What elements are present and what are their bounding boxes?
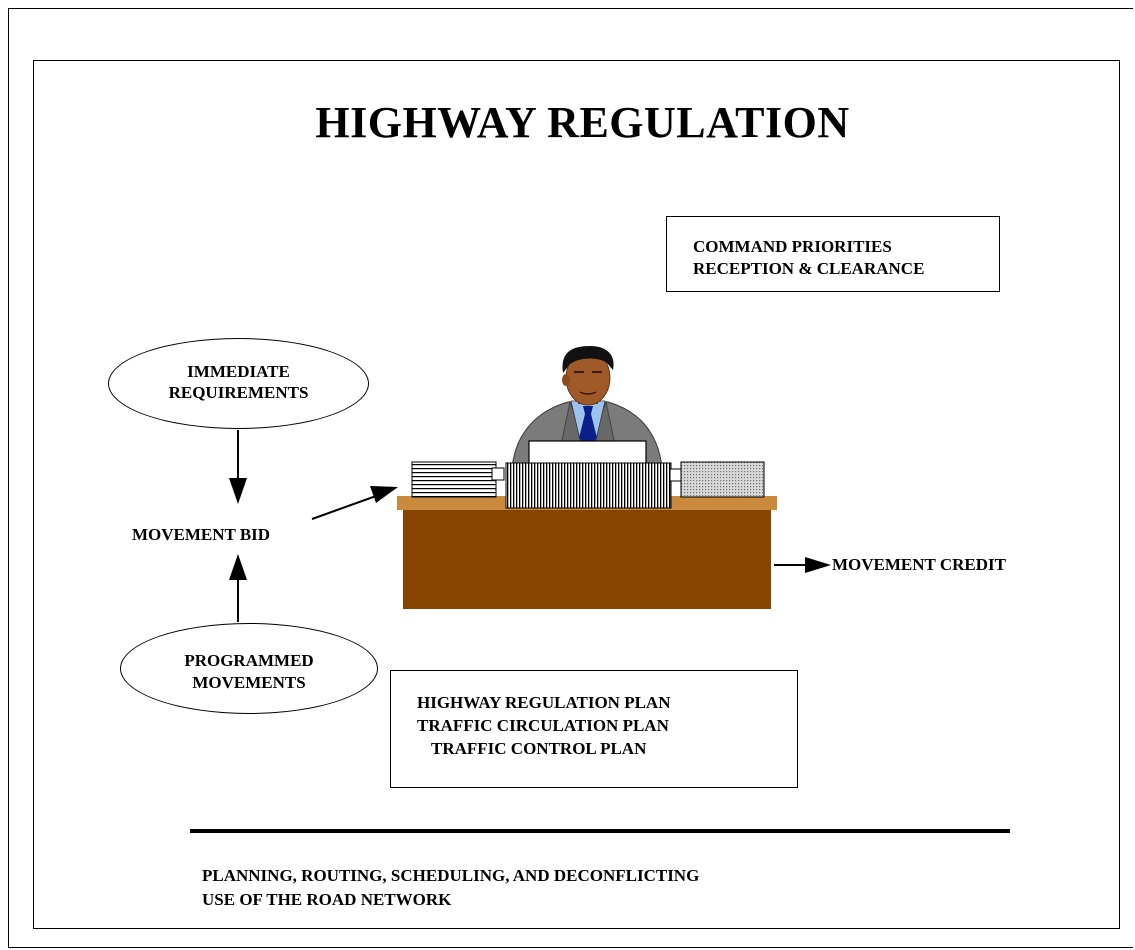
arrow-bid-to-desk	[311, 486, 398, 520]
priorities-line-1: COMMAND PRIORITIES	[693, 237, 892, 256]
arrow-down-to-bid	[229, 430, 247, 504]
plans-line-3: TRAFFIC CONTROL PLAN	[431, 739, 647, 758]
arrow-up-to-bid	[229, 554, 247, 622]
plans-line-1: HIGHWAY REGULATION PLAN	[417, 693, 671, 712]
footer-line-1: PLANNING, ROUTING, SCHEDULING, AND DECON…	[202, 866, 700, 885]
outer-frame	[8, 8, 1133, 948]
movement-bid-label: MOVEMENT BID	[132, 525, 271, 544]
desk-illustration	[397, 440, 777, 609]
footer-line-2: USE OF THE ROAD NETWORK	[202, 890, 452, 909]
page-title: HIGHWAY REGULATION	[315, 98, 850, 147]
immediate-line-1: IMMEDIATE	[187, 362, 290, 381]
priorities-box: COMMAND PRIORITIES RECEPTION & CLEARANCE	[666, 216, 1000, 292]
programmed-line-1: PROGRAMMED	[184, 651, 314, 670]
plans-line-2: TRAFFIC CIRCULATION PLAN	[417, 716, 669, 735]
priorities-line-2: RECEPTION & CLEARANCE	[693, 259, 925, 278]
movement-credit-label: MOVEMENT CREDIT	[832, 555, 1006, 574]
plans-box: HIGHWAY REGULATION PLAN TRAFFIC CIRCULAT…	[390, 670, 798, 788]
immediate-line-2: REQUIREMENTS	[168, 383, 309, 402]
arrow-desk-to-credit	[774, 557, 831, 573]
slide-frame	[33, 60, 1120, 929]
programmed-line-2: MOVEMENTS	[192, 673, 306, 692]
programmed-movements-ellipse: PROGRAMMED MOVEMENTS	[120, 623, 378, 714]
immediate-requirements-ellipse: IMMEDIATE REQUIREMENTS	[108, 338, 369, 429]
